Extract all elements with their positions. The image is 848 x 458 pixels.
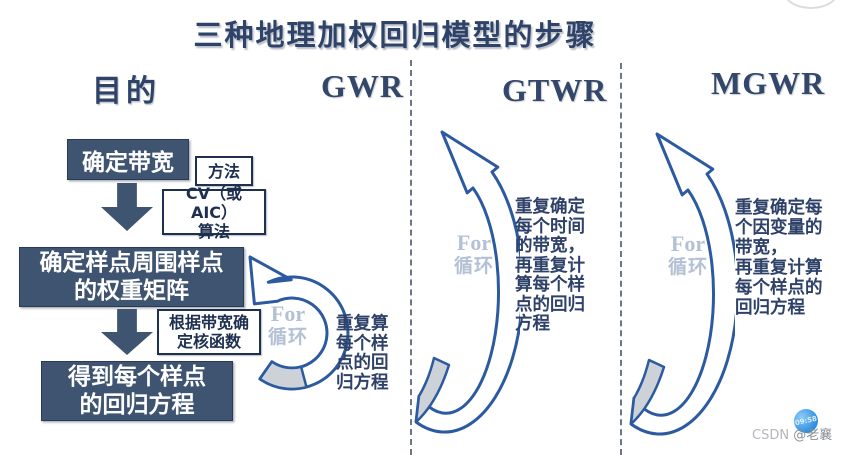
decorative-arc (783, 0, 839, 9)
column-divider-1 (410, 60, 412, 455)
flow-step3-box: 得到每个样点 的回归方程 (41, 361, 233, 421)
mgwr-for-cn: 循环 (667, 256, 708, 278)
gtwr-for-cn: 循环 (453, 255, 494, 277)
flow-step2-box: 确定样点周围样点 的权重矩阵 (19, 247, 244, 307)
gwr-for-loop-label: For 循环 (256, 301, 320, 349)
column-divider-2 (620, 63, 622, 455)
mgwr-loop-arrow-icon (629, 132, 735, 436)
watermark-user: @老襄 (793, 428, 833, 443)
header-purpose: 目的 (92, 74, 160, 109)
down-arrow-1 (101, 183, 153, 231)
gwr-for-en: For (270, 301, 306, 326)
gwr-loop-note: 重复算 每个样 点的回 归方程 (336, 314, 389, 393)
flow-step1-box: 确定带宽 (67, 139, 189, 180)
down-arrow-2 (101, 309, 153, 355)
gwr-for-cn: 循环 (267, 326, 308, 348)
header-gtwr: GTWR (502, 72, 608, 108)
header-gwr: GWR (321, 68, 404, 104)
kernel-sidebox: 根据带宽确 定核函数 (157, 309, 261, 355)
watermark: CSDN @老襄 (752, 424, 832, 443)
mgwr-loop-note: 重复确定每 个因变量的 带宽， 再重复计算 每个样点的 回归方程 (735, 198, 823, 318)
mgwr-for-loop-label: For 循环 (660, 231, 716, 279)
gtwr-loop-note: 重复确定 每个时间 的带宽， 再重复计 算每个样 点的回归 方程 (515, 197, 585, 334)
method-sidebox: 方法 (195, 156, 253, 186)
watermark-site: CSDN (752, 428, 790, 443)
gtwr-for-loop-label: For 循环 (446, 230, 502, 278)
gtwr-loop-arrow-icon (414, 130, 520, 434)
page-title: 三种地理加权回归模型的步骤 (193, 18, 597, 52)
mgwr-for-en: For (670, 231, 706, 256)
gwr-loop-arrow-icon (248, 255, 350, 391)
gtwr-for-en: For (456, 230, 492, 255)
header-mgwr: MGWR (711, 65, 826, 101)
cv-aic-sidebox: CV（或AIC） 算法 (162, 184, 266, 241)
